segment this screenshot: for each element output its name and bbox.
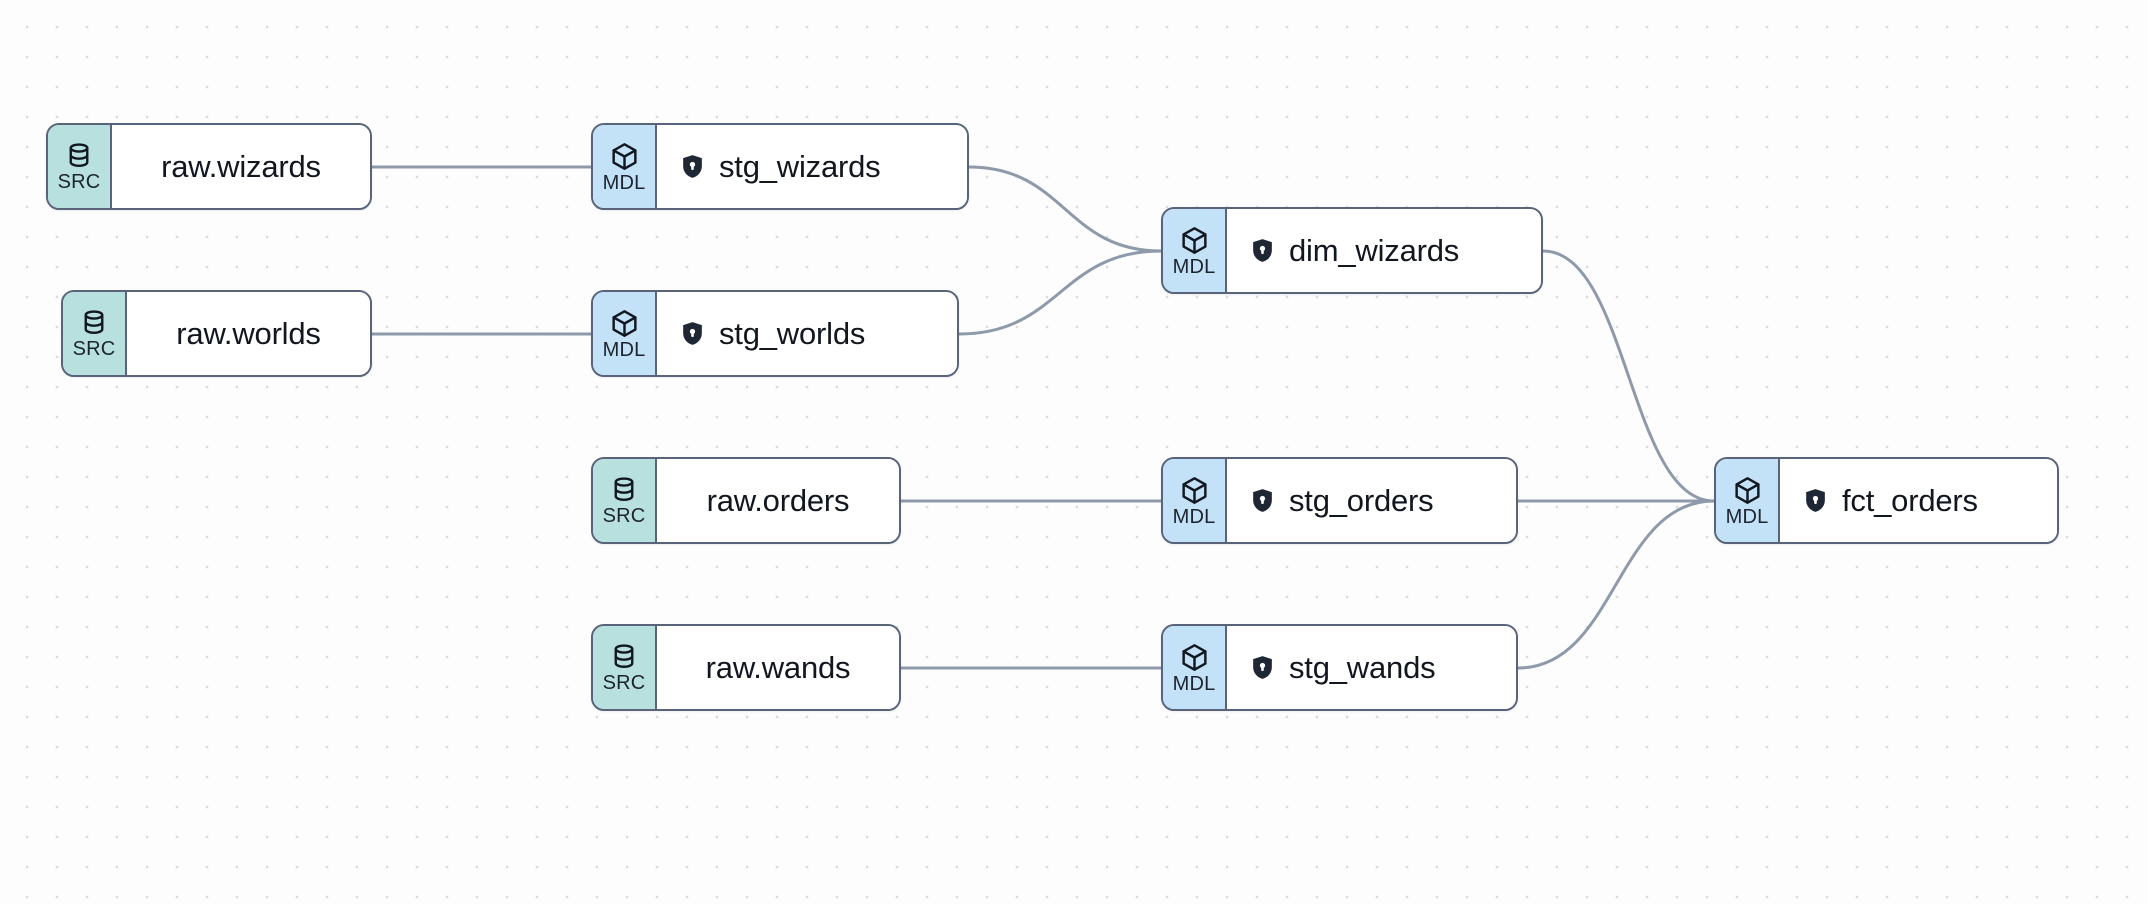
node-label: raw.worlds <box>176 315 321 351</box>
database-icon <box>64 141 94 171</box>
node-badge-mdl: MDL <box>1163 209 1227 292</box>
node-label: dim_wizards <box>1289 232 1460 268</box>
node-badge-mdl: MDL <box>1163 459 1227 542</box>
node-stg_wizards[interactable]: MDL stg_wizards <box>591 123 969 210</box>
node-badge-text: SRC <box>57 171 101 193</box>
node-badge-text: MDL <box>1172 672 1216 695</box>
shield-lock-icon <box>1249 487 1276 514</box>
shield-lock-icon <box>679 153 706 180</box>
shield-lock-icon <box>1249 654 1276 681</box>
node-badge-text: MDL <box>602 171 646 194</box>
node-dim_wizards[interactable]: MDL dim_wizards <box>1161 207 1543 294</box>
node-body: raw.worlds <box>127 292 370 375</box>
node-body: stg_orders <box>1227 459 1516 542</box>
node-badge-src: SRC <box>593 459 657 542</box>
node-label: stg_worlds <box>719 315 866 351</box>
node-raw_worlds[interactable]: SRC raw.worlds <box>61 290 372 377</box>
node-raw_wands[interactable]: SRC raw.wands <box>591 624 901 711</box>
cube-icon <box>1179 225 1210 256</box>
node-body: raw.orders <box>657 459 899 542</box>
node-body: fct_orders <box>1780 459 2057 542</box>
cube-icon <box>1179 642 1210 673</box>
node-body: stg_worlds <box>657 292 957 375</box>
node-stg_wands[interactable]: MDL stg_wands <box>1161 624 1518 711</box>
node-label: stg_wizards <box>719 148 881 184</box>
node-badge-mdl: MDL <box>1716 459 1780 542</box>
node-label: fct_orders <box>1842 482 1978 518</box>
edge-stg_wizards-to-dim_wizards[interactable] <box>967 165 1163 253</box>
node-badge-src: SRC <box>48 125 112 208</box>
edge-stg_worlds-to-dim_wizards[interactable] <box>957 249 1163 336</box>
cube-icon <box>1179 475 1210 506</box>
shield-lock-icon <box>679 320 706 347</box>
node-badge-mdl: MDL <box>593 125 657 208</box>
node-fct_orders[interactable]: MDL fct_orders <box>1714 457 2059 544</box>
cube-icon <box>1732 475 1763 506</box>
shield-lock-icon <box>1249 237 1276 264</box>
shield-lock-icon <box>1802 487 1829 514</box>
node-badge-text: MDL <box>1172 255 1216 278</box>
node-stg_worlds[interactable]: MDL stg_worlds <box>591 290 959 377</box>
node-badge-text: MDL <box>602 338 646 361</box>
node-badge-text: SRC <box>602 672 646 694</box>
database-icon <box>609 642 639 672</box>
node-body: stg_wizards <box>657 125 967 208</box>
node-label: raw.orders <box>706 482 850 518</box>
node-body: stg_wands <box>1227 626 1516 709</box>
node-body: dim_wizards <box>1227 209 1541 292</box>
edge-stg_wands-to-fct_orders[interactable] <box>1516 499 1716 670</box>
node-badge-mdl: MDL <box>593 292 657 375</box>
node-badge-text: MDL <box>1725 505 1769 528</box>
node-label: raw.wands <box>705 649 851 685</box>
node-badge-src: SRC <box>63 292 127 375</box>
node-body: raw.wizards <box>112 125 370 208</box>
node-label: stg_wands <box>1289 649 1436 685</box>
database-icon <box>79 308 109 338</box>
node-badge-src: SRC <box>593 626 657 709</box>
node-raw_wizards[interactable]: SRC raw.wizards <box>46 123 372 210</box>
node-body: raw.wands <box>657 626 899 709</box>
node-badge-text: SRC <box>72 338 116 360</box>
node-raw_orders[interactable]: SRC raw.orders <box>591 457 901 544</box>
edge-dim_wizards-to-fct_orders[interactable] <box>1541 249 1716 503</box>
database-icon <box>609 475 639 505</box>
node-badge-mdl: MDL <box>1163 626 1227 709</box>
node-badge-text: SRC <box>602 505 646 527</box>
cube-icon <box>609 308 640 339</box>
node-badge-text: MDL <box>1172 505 1216 528</box>
cube-icon <box>609 141 640 172</box>
node-label: raw.wizards <box>161 148 321 184</box>
node-label: stg_orders <box>1289 482 1434 518</box>
node-stg_orders[interactable]: MDL stg_orders <box>1161 457 1518 544</box>
